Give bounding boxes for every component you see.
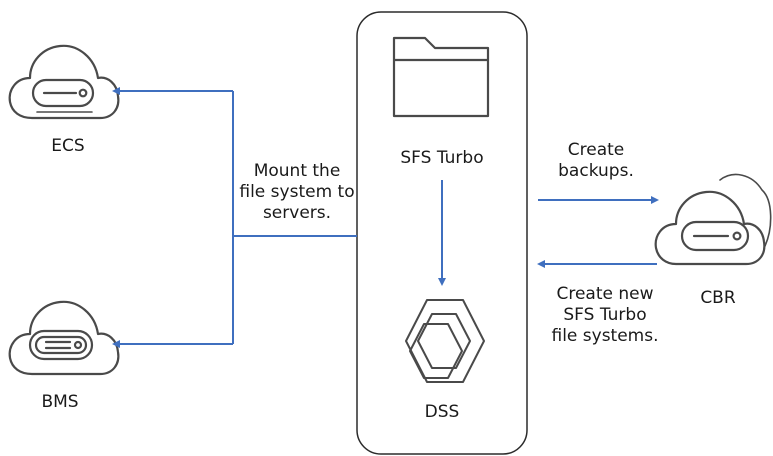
cbr-label: CBR <box>700 288 736 308</box>
ecs-label: ECS <box>51 136 85 156</box>
mount-connector <box>232 91 357 344</box>
sfs-turbo-container <box>356 11 528 455</box>
mount-label-line-1: Mount the <box>253 161 341 181</box>
create-backups-label: Create backups. <box>546 140 646 182</box>
dss-hexagon-storage-icon <box>405 299 485 383</box>
create-backups-line-1: Create <box>567 140 625 160</box>
mount-label-line-3: servers. <box>262 203 332 223</box>
create-backups-line-2: backups. <box>558 161 634 181</box>
create-new-label: Create new SFS Turbo file systems. <box>540 284 670 347</box>
ecs-cloud-server-icon <box>8 44 120 120</box>
sfs-turbo-label: SFS Turbo <box>400 148 484 168</box>
dss-label: DSS <box>424 402 460 422</box>
create-new-line-1: Create new <box>556 284 654 304</box>
bms-label: BMS <box>41 392 79 412</box>
sfs-turbo-folder-icon <box>392 36 490 118</box>
cbr-cloud-server-icon <box>654 173 772 266</box>
create-new-line-3: file systems. <box>551 326 659 346</box>
bms-cloud-server-icon <box>8 300 120 376</box>
mount-label-line-2: file system to <box>239 182 355 202</box>
mount-label: Mount the file system to servers. <box>236 161 358 224</box>
create-new-line-2: SFS Turbo <box>563 305 647 325</box>
